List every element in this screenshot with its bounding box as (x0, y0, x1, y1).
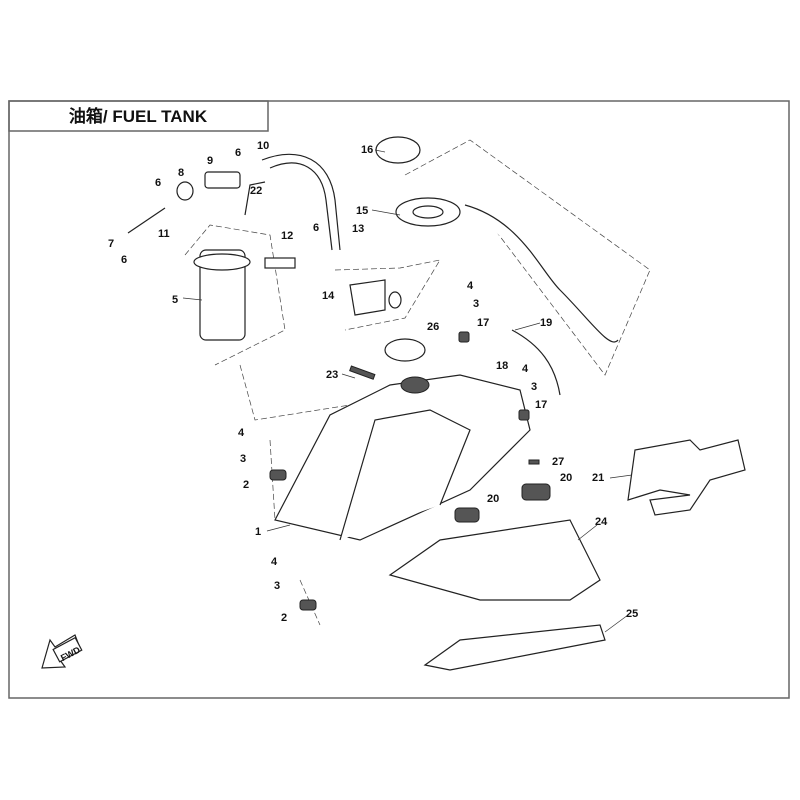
breather-hose (464, 204, 619, 343)
callout-label: 6 (313, 222, 319, 234)
hose-7 (127, 207, 166, 234)
callout-label: 20 (487, 493, 499, 505)
callout-label: 3 (274, 580, 280, 592)
callout-label: 8 (178, 167, 184, 179)
callout-label: 24 (595, 516, 608, 528)
callout-label: 23 (326, 369, 338, 381)
callout-label: 13 (352, 223, 364, 235)
diagram-title: 油箱/ FUEL TANK (69, 106, 208, 126)
hose-10 (261, 153, 341, 251)
rubber-20a (454, 507, 480, 523)
callout-label: 15 (356, 205, 368, 217)
gasket-26 (384, 338, 426, 362)
callout-label: 16 (361, 144, 373, 156)
callout-label: 4 (238, 427, 245, 439)
pad-21 (627, 439, 746, 516)
callout-label: 3 (531, 381, 537, 393)
callouts: 10 16 6 9 8 6 22 15 7 6 11 12 13 6 5 14 … (108, 140, 638, 624)
callout-label: 10 (257, 140, 269, 152)
grommet-2a (269, 469, 287, 481)
callout-label: 1 (255, 526, 261, 538)
fuel-filter-9 (204, 171, 241, 189)
connector-12 (264, 257, 296, 269)
callout-label: 4 (467, 280, 474, 292)
rubber-20b (521, 483, 551, 501)
callout-label: 6 (121, 254, 127, 266)
sender-14 (349, 279, 386, 316)
callout-label: 18 (496, 360, 508, 372)
title-box (8, 100, 269, 132)
callout-label: 14 (322, 290, 335, 302)
callout-label: 21 (592, 472, 604, 484)
callout-label: 3 (240, 453, 246, 465)
callout-label: 4 (271, 556, 278, 568)
pad-23 (349, 365, 376, 380)
leader-lines (182, 149, 633, 633)
callout-label: 22 (250, 185, 262, 197)
callout-label: 6 (235, 147, 241, 159)
clip-27 (528, 459, 540, 465)
diagram-frame (8, 100, 790, 699)
heat-shield-24 (388, 519, 601, 601)
grommet-2b (299, 599, 317, 611)
cover-25 (423, 624, 606, 671)
callout-label: 19 (540, 317, 552, 329)
callout-label: 5 (172, 294, 178, 306)
callout-label: 26 (427, 321, 439, 333)
callout-label: 11 (158, 228, 170, 240)
fuel-cap-16 (375, 136, 421, 164)
callout-label: 6 (155, 177, 161, 189)
callout-label: 7 (108, 238, 114, 250)
callout-label: 17 (535, 399, 547, 411)
callout-label: 12 (281, 230, 293, 242)
bracket-22 (244, 181, 266, 216)
callout-label: 27 (552, 456, 564, 468)
clamp-8 (176, 181, 194, 201)
callout-label: 9 (207, 155, 213, 167)
callout-label: 4 (522, 363, 529, 375)
callout-label: 25 (626, 608, 638, 620)
callout-label: 2 (243, 479, 249, 491)
callout-label: 20 (560, 472, 572, 484)
forward-arrow-icon: FWD (41, 634, 83, 669)
hose-19 (511, 329, 561, 396)
fuel-pump-5 (199, 249, 246, 341)
callout-label: 17 (477, 317, 489, 329)
parts (127, 136, 746, 671)
callout-label: 2 (281, 612, 287, 624)
callout-label: 3 (473, 298, 479, 310)
